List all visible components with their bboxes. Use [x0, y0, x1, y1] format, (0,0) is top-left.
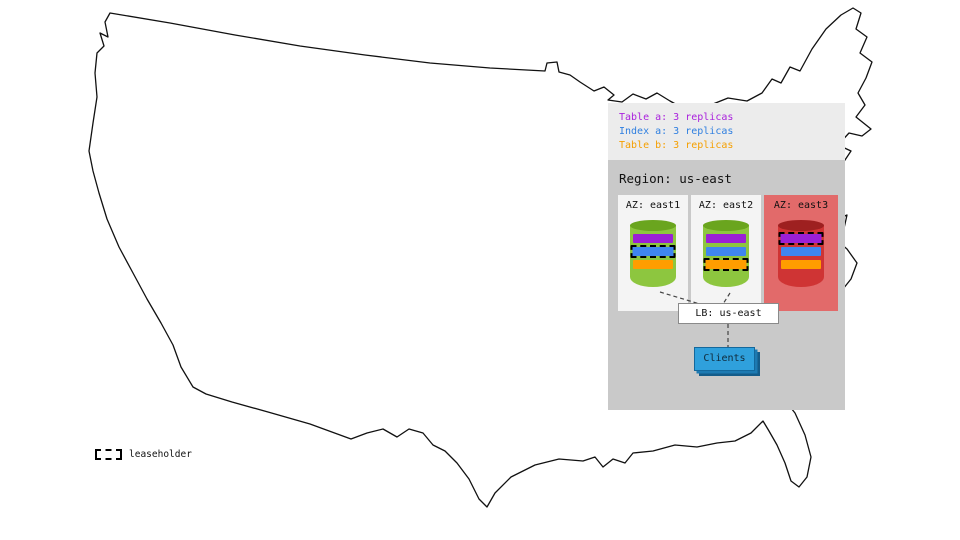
replica-bar-table-a: [633, 234, 673, 243]
cylinder-top: [703, 220, 749, 231]
replica-bar-table-b: [781, 260, 821, 269]
az-east3-label: AZ: east3: [773, 200, 829, 211]
replica-bar-table-a: [778, 232, 824, 245]
replica-bar-index-a: [706, 247, 746, 256]
leaseholder-legend: leaseholder: [95, 449, 192, 460]
leaseholder-label: leaseholder: [129, 449, 192, 460]
replica-bar-index-a: [630, 245, 676, 258]
az-east1-label: AZ: east1: [625, 200, 681, 211]
load-balancer-box: LB: us-east: [678, 303, 779, 324]
az-east1-panel: AZ: east1: [618, 195, 688, 311]
legend-item-index-a: Index a: 3 replicas: [619, 126, 734, 137]
clients-box: Clients: [694, 347, 755, 371]
az-east2-panel: AZ: east2: [691, 195, 761, 311]
legend-item-table-b: Table b: 3 replicas: [619, 140, 734, 151]
cylinder-top: [778, 220, 824, 231]
legend-item-table-a: Table a: 3 replicas: [619, 112, 734, 123]
az-east3-panel: AZ: east3: [764, 195, 838, 311]
replica-bar-index-a: [781, 247, 821, 256]
replica-bar-table-b: [633, 260, 673, 269]
az-east2-label: AZ: east2: [698, 200, 754, 211]
replica-bar-table-a: [706, 234, 746, 243]
region-title: Region: us-east: [619, 171, 732, 186]
leaseholder-swatch: [95, 449, 122, 460]
replica-legend: Table a: 3 replicas Index a: 3 replicas …: [608, 103, 845, 160]
cylinder-top: [630, 220, 676, 231]
replica-bar-table-b: [703, 258, 749, 271]
